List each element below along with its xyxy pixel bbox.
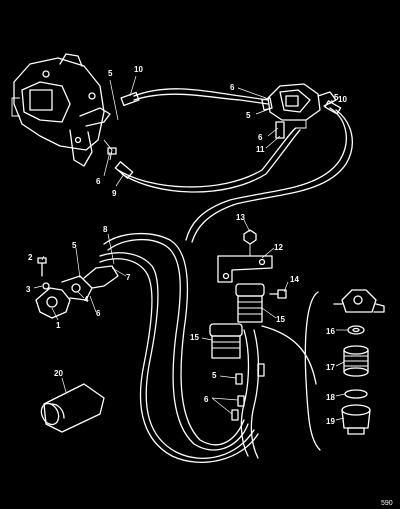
callout-6: 6 (258, 133, 263, 142)
callout-6: 6 (204, 395, 209, 404)
callout-1: 1 (56, 321, 61, 330)
hose-sleeve-icon (324, 100, 342, 115)
callout-19: 19 (326, 417, 335, 426)
bracket-icon (217, 255, 273, 283)
callout-12: 12 (274, 243, 283, 252)
callout-10: 10 (134, 65, 143, 74)
filter-head-icon (333, 289, 385, 313)
callout-9: 9 (112, 189, 117, 198)
o-ring-icon (344, 389, 368, 399)
callout-8: 8 (103, 225, 108, 234)
washer-icon (347, 325, 365, 335)
callout-3: 3 (26, 285, 31, 294)
group-bracket (304, 291, 321, 451)
callout-15: 15 (276, 315, 285, 324)
fuel-filter-icon (235, 283, 265, 323)
hose-sleeve-icon (114, 161, 134, 179)
fuel-line-icon (99, 88, 353, 463)
screw-icon (269, 289, 287, 299)
hose-protector-sleeve-icon (40, 383, 105, 433)
callout-5: 5 (246, 111, 251, 120)
callout-7: 7 (126, 273, 131, 282)
callout-2: 2 (28, 253, 33, 262)
callout-4: 4 (84, 295, 89, 304)
fuel-pump-mount-icon (35, 265, 119, 319)
callout-17: 17 (326, 363, 335, 372)
callout-labels: 5 10 6 9 6 5 5 10 6 11 13 12 14 15 15 8 … (26, 65, 347, 426)
callout-5: 5 (212, 371, 217, 380)
callout-6: 6 (230, 83, 235, 92)
callout-leaders (33, 75, 348, 421)
filter-element-icon (343, 345, 369, 377)
callout-14: 14 (290, 275, 299, 284)
clip-icon (231, 409, 239, 421)
callout-11: 11 (256, 145, 265, 154)
injection-pump-icon (11, 53, 113, 167)
callout-20: 20 (54, 369, 63, 378)
callout-15: 15 (190, 333, 199, 342)
callout-5: 5 (334, 93, 339, 102)
filter-bowl-icon (341, 404, 371, 435)
callout-13: 13 (236, 213, 245, 222)
hose-sleeve-icon (275, 121, 285, 139)
clip-icon (257, 363, 265, 377)
callout-6: 6 (96, 177, 101, 186)
clip-icon (107, 147, 117, 155)
lift-pump-icon (261, 83, 337, 129)
callout-5: 5 (72, 241, 77, 250)
callout-18: 18 (326, 393, 335, 402)
nut-icon (243, 229, 257, 256)
fuel-filter-icon (209, 323, 243, 359)
washer-icon (42, 282, 50, 290)
callout-16: 16 (326, 327, 335, 336)
bolt-icon (37, 257, 47, 277)
clip-icon (235, 373, 243, 385)
clip-icon (237, 395, 245, 407)
callout-6: 6 (96, 309, 101, 318)
callout-5: 5 (108, 69, 113, 78)
callout-10: 10 (338, 95, 347, 104)
hose-sleeve-icon (120, 91, 140, 107)
figure-code: 590 (381, 500, 393, 507)
